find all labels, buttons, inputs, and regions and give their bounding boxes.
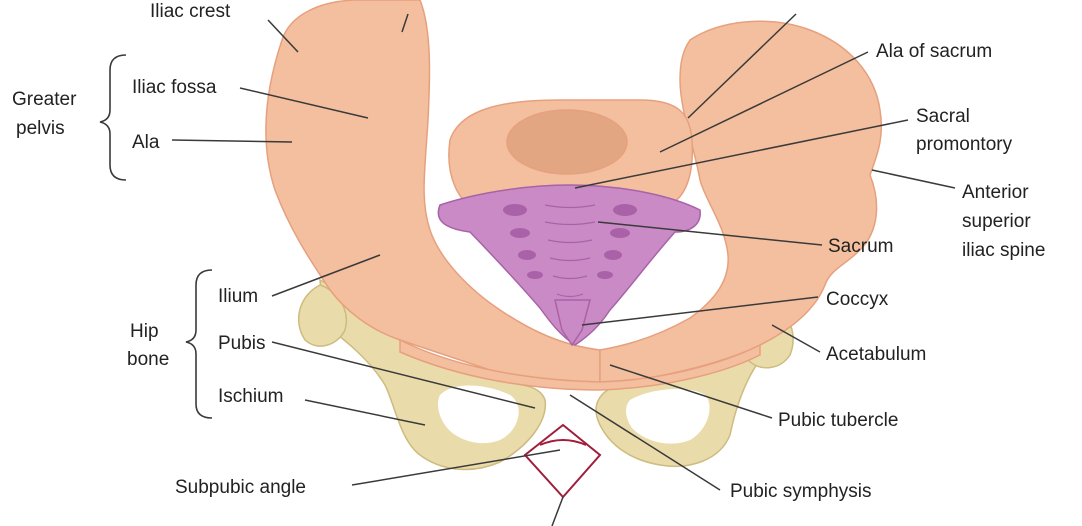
label-hip-bone-line1: Hip [130, 321, 159, 342]
label-iliac-fossa: Iliac fossa [132, 77, 217, 98]
label-asis-line1: Anterior [962, 182, 1029, 203]
hip-bone-brace [186, 270, 212, 418]
label-asis-line3: iliac spine [962, 240, 1045, 261]
greater-pelvis-brace [100, 55, 126, 180]
label-sacral-promontory-line1: Sacral [916, 106, 970, 127]
subpubic-angle-marker [525, 425, 600, 526]
label-sacrum: Sacrum [828, 236, 893, 257]
label-ischium: Ischium [218, 386, 283, 407]
label-hip-bone-line2: bone [127, 349, 169, 370]
label-ala-of-sacrum: Ala of sacrum [876, 41, 992, 62]
label-sacral-promontory-line2: promontory [916, 134, 1013, 155]
s1-vertebral-body [507, 110, 627, 174]
label-greater-pelvis-line2: pelvis [16, 118, 65, 139]
label-pubic-symphysis: Pubic symphysis [730, 481, 872, 502]
label-pubis: Pubis [218, 333, 266, 354]
label-ala: Ala [132, 132, 160, 153]
label-acetabulum: Acetabulum [826, 344, 926, 365]
label-pubic-tubercle: Pubic tubercle [778, 410, 898, 431]
label-asis-line2: superior [962, 211, 1031, 232]
label-iliac-crest: Iliac crest [150, 1, 231, 22]
label-coccyx: Coccyx [826, 289, 889, 310]
label-subpubic-angle: Subpubic angle [175, 477, 306, 498]
label-greater-pelvis-line1: Greater [12, 89, 77, 110]
label-ilium: Ilium [218, 286, 258, 307]
